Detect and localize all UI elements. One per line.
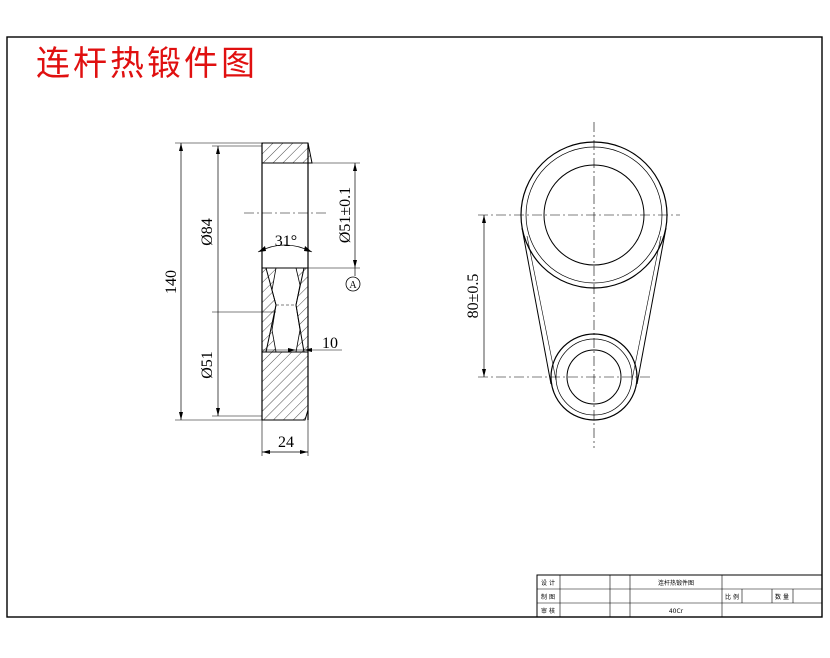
title-block-design-label: 设 计 <box>541 579 555 587</box>
title-block <box>536 574 823 618</box>
sheet-border <box>6 36 823 618</box>
section-hatch-bottom <box>261 351 309 421</box>
drawing-title: 连杆热锻件图 <box>36 44 258 84</box>
dim-center-distance: 80±0.5 <box>465 274 482 319</box>
datum-symbol <box>345 276 361 292</box>
datum-label: A <box>349 280 357 291</box>
title-block-material: 40Cr <box>669 608 684 615</box>
title-block-scale-label: 比 例 <box>725 593 739 601</box>
dim-outer-diameter: Ø84 <box>199 218 216 246</box>
dim-width: 24 <box>278 434 294 451</box>
section-hatch-top <box>261 142 313 164</box>
section-view: 140 Ø84 Ø51 Ø51±0.1 A 31° <box>163 142 361 456</box>
dim-bore-diameter: Ø51±0.1 <box>337 187 354 243</box>
small-end-bore-circle <box>566 349 622 405</box>
title-block-check-label: 审 核 <box>541 607 555 615</box>
plan-view: 80±0.5 <box>465 122 680 448</box>
title-block-quantity-label: 数 量 <box>775 593 789 601</box>
dim-lower-diameter: Ø51 <box>199 351 216 379</box>
shank-right-edge <box>636 227 667 385</box>
dim-angle: 31° <box>275 233 297 250</box>
title-block-drawing-name: 连杆热锻件图 <box>658 579 694 587</box>
title-block-drawn-label: 制 图 <box>541 593 555 601</box>
dim-web-thickness: 10 <box>322 335 338 352</box>
shank-left-edge <box>521 227 552 385</box>
dim-total-height: 140 <box>163 270 180 294</box>
